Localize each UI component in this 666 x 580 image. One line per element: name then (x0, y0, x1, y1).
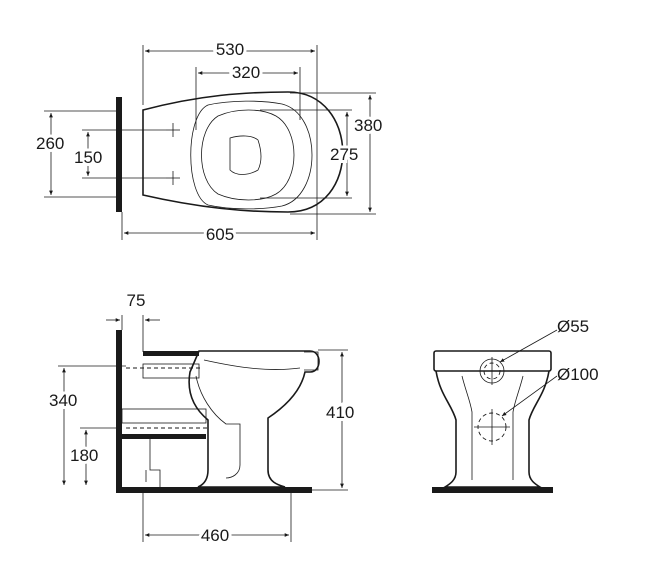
plan-bowl-inner (201, 109, 295, 201)
dim-label-180: 180 (70, 446, 98, 465)
front-view: Ø55 Ø100 (432, 317, 599, 493)
plan-fixing-top (166, 123, 180, 137)
plan-bowl-outline (142, 91, 344, 213)
front-rim (433, 350, 552, 372)
dim-label-275: 275 (330, 145, 358, 164)
dim-label-410: 410 (326, 403, 354, 422)
dim-label-150: 150 (74, 148, 102, 167)
dim-label-380: 380 (354, 116, 382, 135)
dim-label-530: 530 (216, 40, 244, 59)
dim-label-320: 320 (232, 63, 260, 82)
side-outlet-pipe (122, 434, 206, 439)
dim-label-o100: Ø100 (557, 365, 599, 384)
leader-o55 (499, 329, 558, 363)
dim-label-o55: Ø55 (557, 317, 589, 336)
dim-label-260: 260 (36, 134, 64, 153)
dim-label-460: 460 (201, 526, 229, 545)
side-view: 75 340 180 410 460 (46, 291, 357, 548)
dim-label-605: 605 (206, 225, 234, 244)
side-floor (116, 487, 312, 493)
dim-label-75: 75 (127, 291, 146, 310)
plan-view: 530 320 380 275 260 150 605 (33, 37, 385, 247)
leader-o100 (501, 375, 558, 417)
plan-water-area (229, 135, 262, 175)
plan-fixing-bottom (166, 171, 180, 185)
side-wall (116, 330, 122, 493)
plan-seat-outline (190, 100, 313, 210)
dim-label-340: 340 (49, 391, 77, 410)
side-bowl-outline (188, 350, 320, 488)
side-inlet-pipe (143, 351, 199, 356)
plan-wall (116, 97, 122, 212)
front-floor (432, 487, 553, 493)
front-pedestal-outline (435, 370, 550, 488)
